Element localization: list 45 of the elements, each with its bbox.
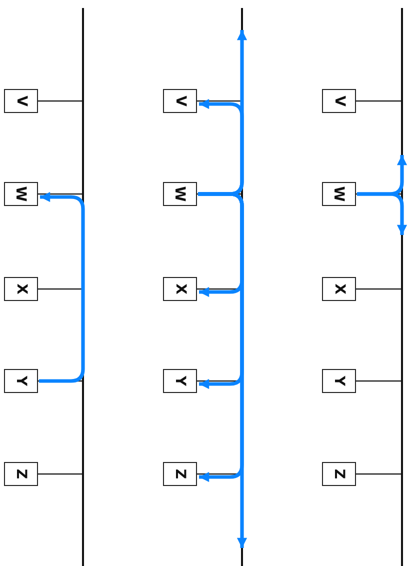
- bus-line: [401, 8, 403, 566]
- node-label: V: [14, 96, 28, 106]
- node-label: Y: [173, 376, 187, 386]
- node-label: V: [332, 96, 346, 106]
- node-label: Z: [332, 468, 346, 480]
- node-box: [163, 182, 197, 206]
- node-box: [163, 89, 197, 113]
- connector-line: [38, 473, 82, 475]
- node-box: [322, 462, 356, 486]
- arrow: [357, 192, 408, 235]
- node-box: [163, 462, 197, 486]
- connector-line: [38, 100, 82, 102]
- node-box: [4, 89, 38, 113]
- node-label: Y: [14, 376, 28, 386]
- node-box: [322, 277, 356, 301]
- connector-line: [356, 100, 401, 102]
- node-label: W: [173, 186, 187, 202]
- bus-line: [82, 8, 84, 566]
- bus-line: [241, 8, 243, 566]
- connector-line: [356, 288, 401, 290]
- node-box: [322, 89, 356, 113]
- node-box: [4, 462, 38, 486]
- node-label: W: [332, 186, 346, 202]
- node-box: [163, 369, 197, 393]
- node-label: Z: [173, 468, 187, 480]
- node-box: [4, 182, 38, 206]
- connector-line: [356, 473, 401, 475]
- node-box: [163, 277, 197, 301]
- node-box: [322, 182, 356, 206]
- arrow: [39, 192, 85, 383]
- node-label: X: [14, 284, 28, 294]
- node-label: W: [14, 186, 28, 202]
- connector-line: [38, 193, 82, 195]
- arrow: [198, 192, 248, 548]
- node-label: V: [173, 96, 187, 106]
- connector-line: [197, 100, 241, 102]
- node-label: Y: [332, 376, 346, 386]
- node-box: [322, 369, 356, 393]
- node-label: X: [173, 284, 187, 294]
- node-box: [4, 277, 38, 301]
- node-box: [4, 369, 38, 393]
- node-label: Z: [14, 468, 28, 480]
- node-label: X: [332, 284, 346, 294]
- connector-line: [38, 288, 82, 290]
- connector-line: [356, 380, 401, 382]
